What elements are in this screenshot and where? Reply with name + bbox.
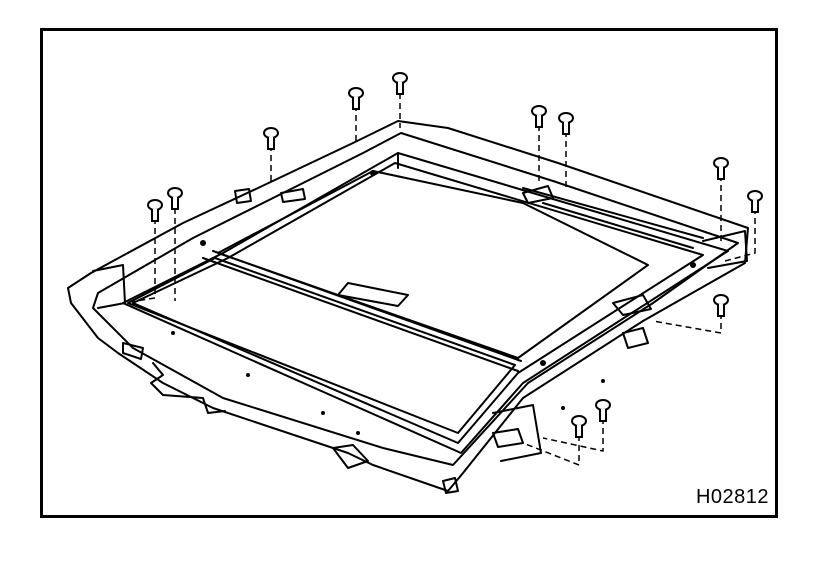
cross-member (202, 250, 522, 372)
housing-outer-edge (67, 120, 749, 492)
rear-panel (127, 257, 516, 434)
figure-code: H02812 (695, 486, 769, 508)
glass-opening-inner (132, 162, 704, 444)
figure-frame: H02812 (40, 28, 778, 518)
glass-opening-outer (122, 152, 729, 454)
front-glass-panel (217, 170, 649, 359)
glass-handle (337, 282, 409, 307)
sunroof-housing-illustration (67, 72, 763, 494)
bolt-icon (147, 72, 763, 438)
